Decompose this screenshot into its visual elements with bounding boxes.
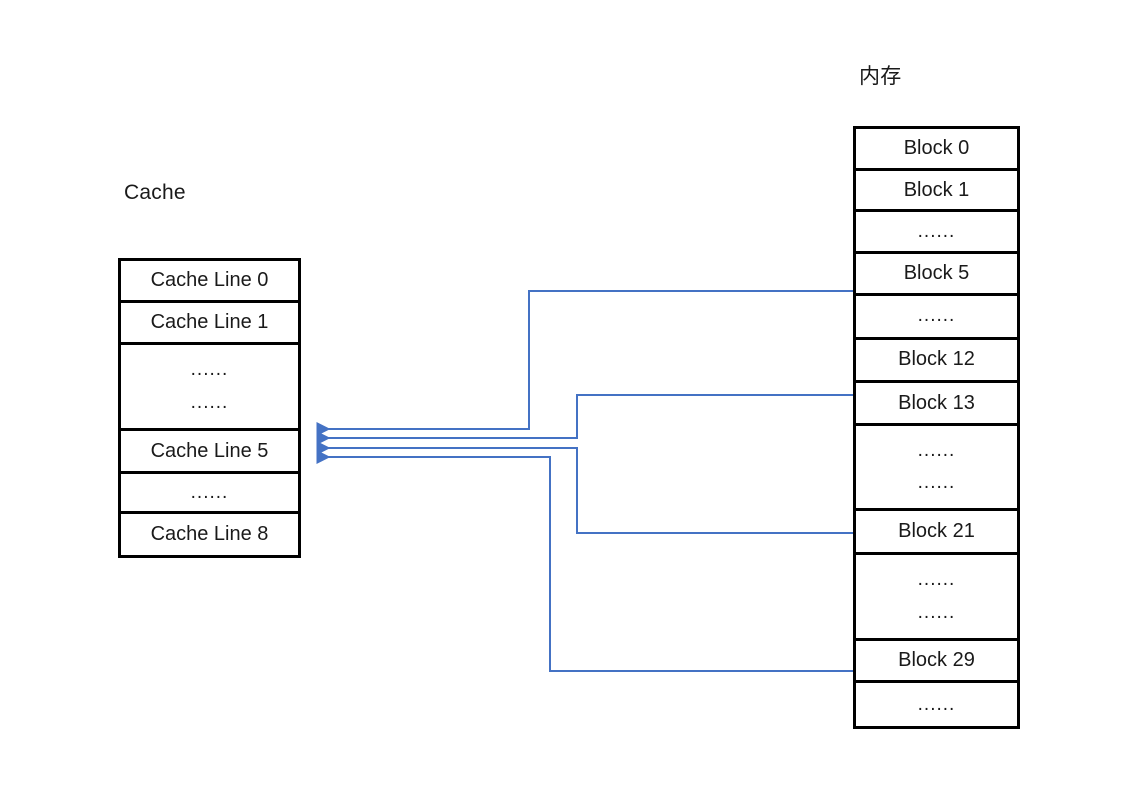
cache-row-label: ...... (190, 359, 229, 381)
memory-row-ellipsis-2[interactable]: ...... (856, 295, 1017, 340)
cache-row-label-2: ...... (190, 391, 229, 413)
memory-row-label: ...... (917, 569, 956, 591)
memory-row-ellipsis-1[interactable]: ...... (856, 212, 1017, 255)
cache-row-label: Cache Line 8 (150, 523, 269, 545)
memory-title: 内存 (859, 65, 902, 88)
memory-row-label: ...... (917, 305, 956, 327)
memory-row-block-13[interactable]: Block 13 (856, 383, 1017, 426)
cache-row-cache-line-1[interactable]: Cache Line 1 (121, 303, 298, 345)
cache-row-label: Cache Line 0 (150, 269, 269, 291)
connector-block-5-to-cache-line-5 (316, 290, 853, 436)
memory-row-label: Block 12 (898, 348, 975, 371)
memory-row-block-12[interactable]: Block 12 (856, 339, 1017, 384)
memory-row-label: Block 5 (903, 261, 970, 284)
memory-row-ellipsis-5[interactable]: ...... (856, 683, 1017, 726)
cache-row-ellipsis-lower[interactable]: ...... (121, 474, 298, 514)
memory-row-block-21[interactable]: Block 21 (856, 511, 1017, 556)
memory-row-label: Block 29 (898, 648, 975, 671)
memory-row-label: Block 13 (898, 391, 975, 414)
memory-row-label: ...... (917, 440, 956, 462)
connector-block-29-to-cache-line-5 (316, 450, 853, 672)
memory-row-ellipsis-3[interactable]: ...... ...... (856, 425, 1017, 512)
connector-block-13-to-cache-line-5 (316, 394, 853, 445)
memory-row-label-2: ...... (917, 601, 956, 623)
cache-table: Cache Line 0 Cache Line 1 ...... ...... … (118, 258, 301, 558)
memory-row-label-2: ...... (917, 472, 956, 494)
memory-row-label: ...... (917, 220, 956, 242)
memory-table: Block 0 Block 1 ...... Block 5 ...... Bl… (853, 126, 1020, 729)
memory-row-block-5[interactable]: Block 5 (856, 254, 1017, 296)
memory-row-label: ...... (917, 693, 956, 715)
cache-row-label: Cache Line 5 (150, 439, 269, 462)
memory-row-label: Block 21 (898, 520, 975, 543)
cache-title: Cache (124, 181, 186, 204)
connector-block-21-to-cache-line-5 (316, 441, 853, 534)
cache-row-ellipsis-upper[interactable]: ...... ...... (121, 345, 298, 431)
memory-row-ellipsis-4[interactable]: ...... ...... (856, 555, 1017, 641)
memory-row-block-0[interactable]: Block 0 (856, 129, 1017, 171)
cache-row-cache-line-5[interactable]: Cache Line 5 (121, 431, 298, 474)
memory-row-label: Block 1 (903, 178, 970, 201)
cache-row-cache-line-0[interactable]: Cache Line 0 (121, 261, 298, 303)
memory-row-block-1[interactable]: Block 1 (856, 170, 1017, 213)
memory-row-block-29[interactable]: Block 29 (856, 640, 1017, 684)
memory-row-label: Block 0 (903, 136, 970, 159)
cache-row-label: Cache Line 1 (150, 311, 269, 333)
cache-row-label: ...... (190, 481, 229, 503)
cache-row-cache-line-8[interactable]: Cache Line 8 (121, 514, 298, 555)
